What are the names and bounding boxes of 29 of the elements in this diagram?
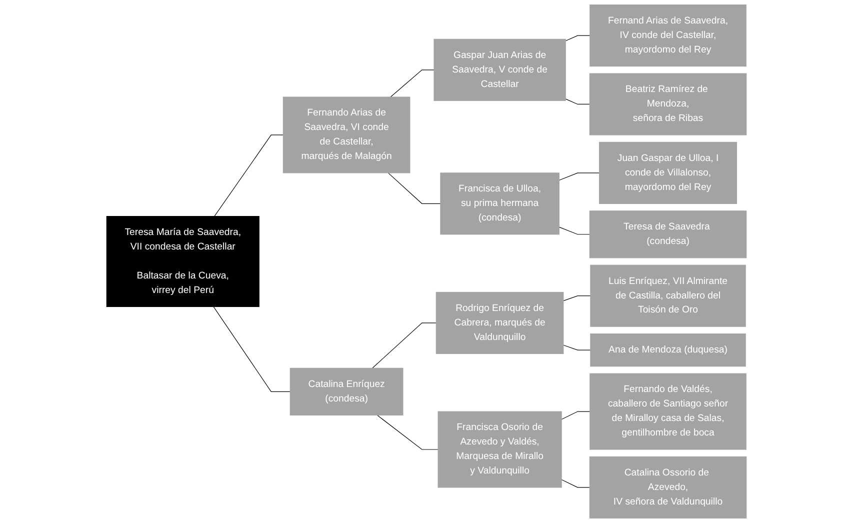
node-box: Rodrigo Enríquez de Cabrera, marqués de Valdunquillo [436, 292, 564, 354]
connector [565, 35, 590, 42]
connector [213, 306, 290, 392]
connector [561, 411, 590, 420]
node-box: Francisca de Ulloa, su prima hermana (condesa) [440, 172, 560, 235]
node-box: Catalina Enríquez (condesa) [290, 368, 404, 416]
node-box: Fernand Arias de Saavedra, IV conde del Castellar, mayordomo del Rey [590, 4, 746, 67]
node-box: Teresa María de Saavedra, VII condesa de Castellar Baltasar de la Cueva, virrey del Perú [106, 216, 260, 307]
node-box: Fernando de Valdés, caballero de Santiago señor de Miralloy casa de Salas, gentilhombre de boca [590, 373, 746, 450]
node-box: Fernando Arias de Saavedra, VI conde de Castellar, marqués de Malagón [282, 96, 410, 174]
connector [376, 414, 438, 450]
connector [565, 98, 590, 105]
connector [563, 296, 591, 302]
connector [214, 134, 284, 217]
node-box: Catalina Ossorio de Azevedo, IV señora de Valdunquillo [589, 456, 747, 518]
node-box: Gaspar Juan Arias de Saavedra, V conde de Castellar [434, 38, 566, 101]
node-box: Juan Gaspar de Ulloa, I conde de Villalonso, mayordomo del Rey [599, 142, 738, 204]
connector [561, 479, 590, 488]
connector [558, 172, 600, 181]
connector [388, 172, 441, 204]
node-box: Beatriz Ramírez de Mendoza, señora de Ribas [589, 73, 747, 136]
node-box: Francisca Osorio de Azevedo y Valdés, Marquesa de Mirallo y Valdunquillo [438, 411, 562, 488]
node-box: Teresa de Saavedra (condesa) [589, 210, 747, 258]
connector [563, 344, 591, 350]
connector [372, 322, 436, 368]
node-box: Luis Enríquez, VII Almirante de Castilla, caballero del Toisón de Oro [590, 264, 746, 327]
node-box: Ana de Mendoza (duquesa) [590, 334, 746, 367]
connector [558, 226, 590, 235]
connector [390, 70, 434, 98]
